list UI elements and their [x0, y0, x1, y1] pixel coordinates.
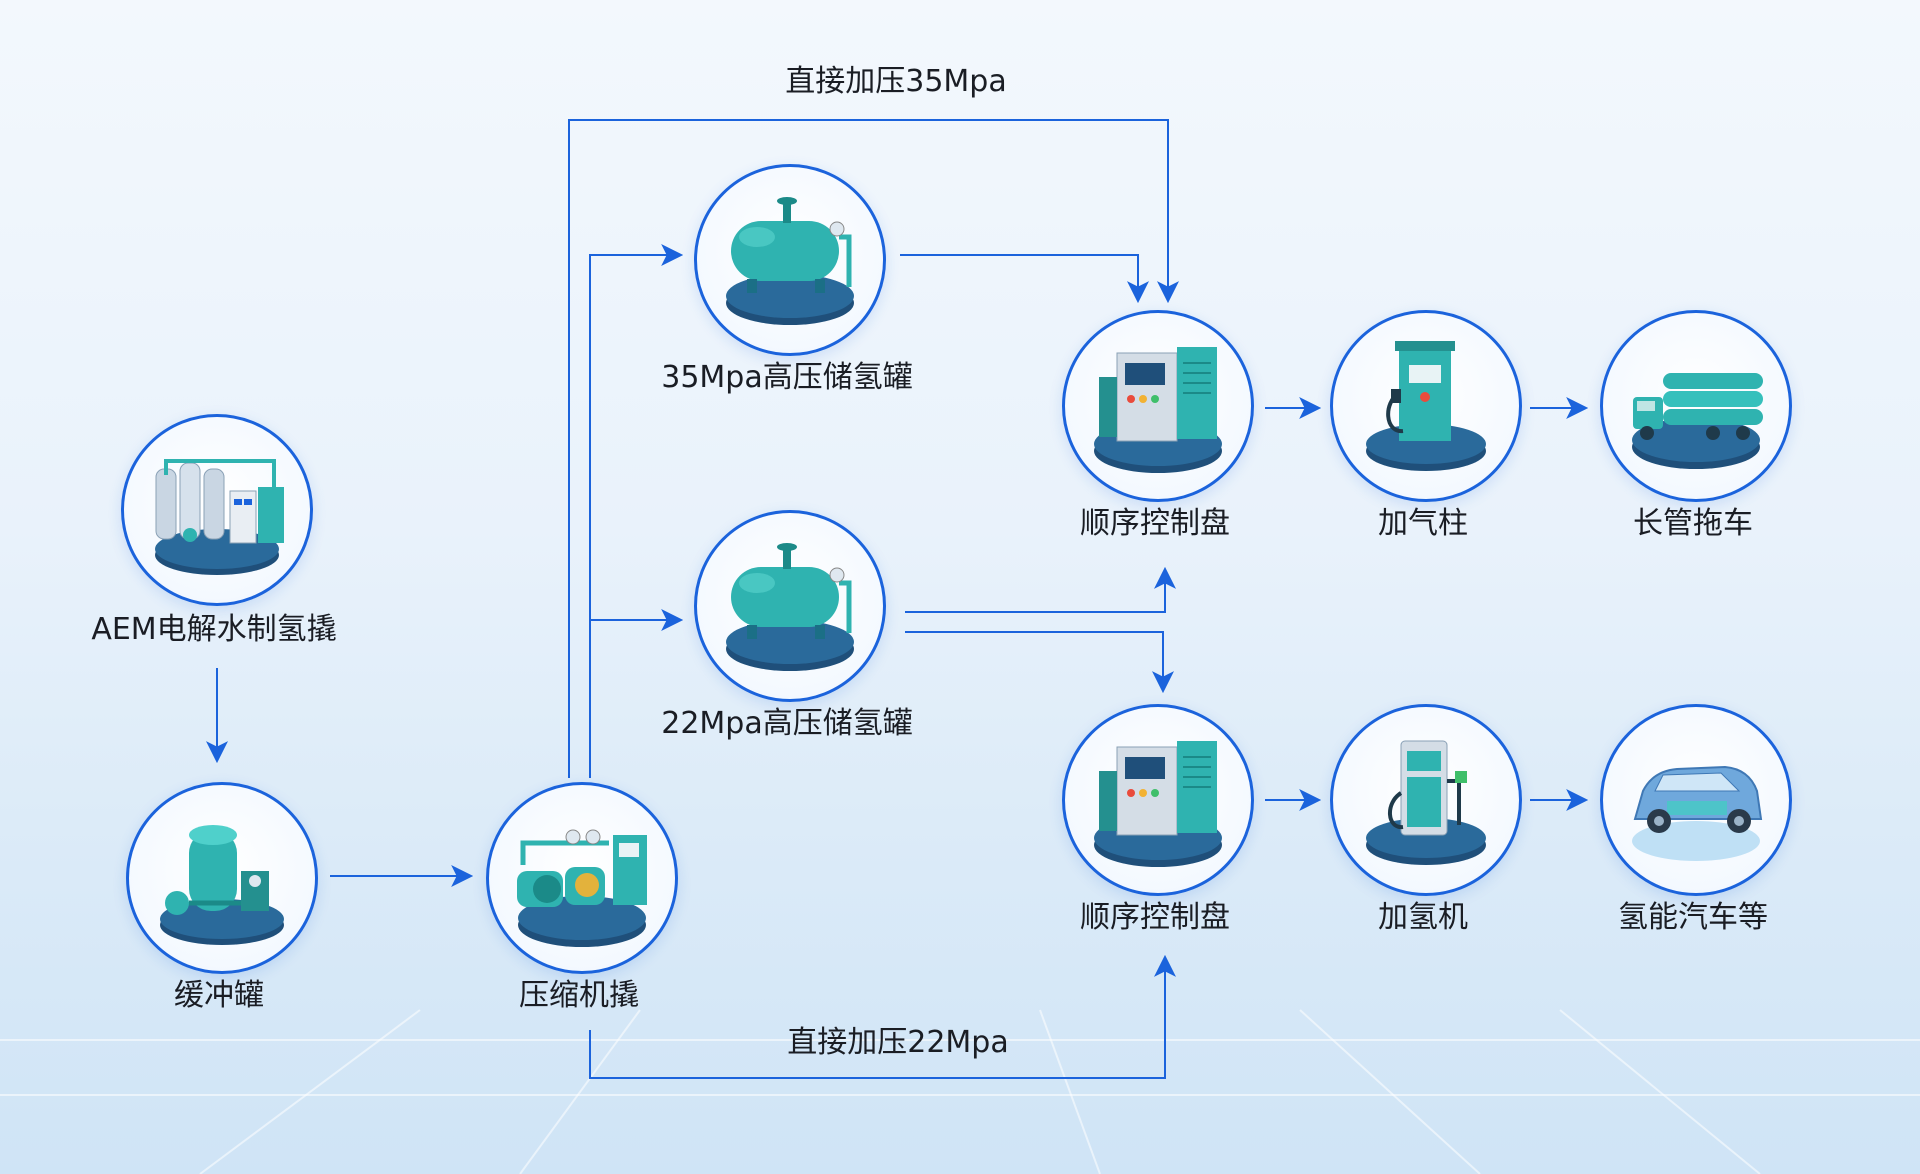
compressor-skid-icon: [486, 782, 678, 974]
hydrogen-storage-tank-icon: [694, 510, 886, 702]
node-label: 加气柱: [1378, 506, 1468, 541]
node-label: AEM电解水制氢撬: [91, 612, 337, 647]
node-label: 压缩机撬: [519, 978, 639, 1013]
edge-storage22-to-control-bottom: [905, 631, 1174, 694]
node-label: 缓冲罐: [174, 978, 264, 1013]
node-label: 顺序控制盘: [1080, 506, 1230, 541]
node-label: 加氢机: [1378, 900, 1468, 935]
hydrogen-car-icon: [1600, 704, 1792, 896]
node-label: 35Mpa高压储氢罐: [661, 360, 913, 395]
node-label: 长管拖车: [1633, 506, 1753, 541]
edge-direct-35: [568, 119, 1179, 778]
edge-direct-22: [589, 954, 1176, 1079]
edge-storage22-to-control-top: [905, 566, 1176, 613]
node-tube-trailer[interactable]: 长管拖车: [1596, 306, 1796, 541]
node-control-panel-bottom[interactable]: 顺序控制盘: [1058, 700, 1258, 935]
edge-storage35-to-control-top: [900, 254, 1149, 304]
buffer-tank-icon: [126, 782, 318, 974]
dispensing-post-icon: [1330, 310, 1522, 502]
tube-trailer-icon: [1600, 310, 1792, 502]
electrolyzer-skid-icon: [121, 414, 313, 606]
route-label-direct-22: 直接加压22Mpa: [787, 1025, 1009, 1060]
node-dispensing-post[interactable]: 加气柱: [1326, 306, 1526, 541]
node-label: 顺序控制盘: [1080, 900, 1230, 935]
hydrogen-storage-tank-icon: [694, 164, 886, 356]
control-panel-icon: [1062, 704, 1254, 896]
node-storage-22[interactable]: 22Mpa高压储氢罐: [661, 506, 913, 741]
control-panel-icon: [1062, 310, 1254, 502]
node-compressor-skid[interactable]: 压缩机撬: [482, 778, 682, 1013]
node-aem-electrolyzer[interactable]: AEM电解水制氢撬: [91, 410, 337, 647]
node-label: 氢能汽车等: [1618, 900, 1768, 935]
node-buffer-tank[interactable]: 缓冲罐: [122, 778, 322, 1013]
node-control-panel-top[interactable]: 顺序控制盘: [1058, 306, 1258, 541]
node-storage-35[interactable]: 35Mpa高压储氢罐: [661, 160, 913, 395]
route-label-direct-35: 直接加压35Mpa: [785, 64, 1007, 99]
node-hydrogen-vehicles[interactable]: 氢能汽车等: [1596, 700, 1796, 935]
edge-compressor-to-storage-35: [589, 244, 684, 778]
hydrogen-dispenser-icon: [1330, 704, 1522, 896]
node-hydrogen-dispenser[interactable]: 加氢机: [1326, 700, 1526, 935]
node-label: 22Mpa高压储氢罐: [661, 706, 913, 741]
